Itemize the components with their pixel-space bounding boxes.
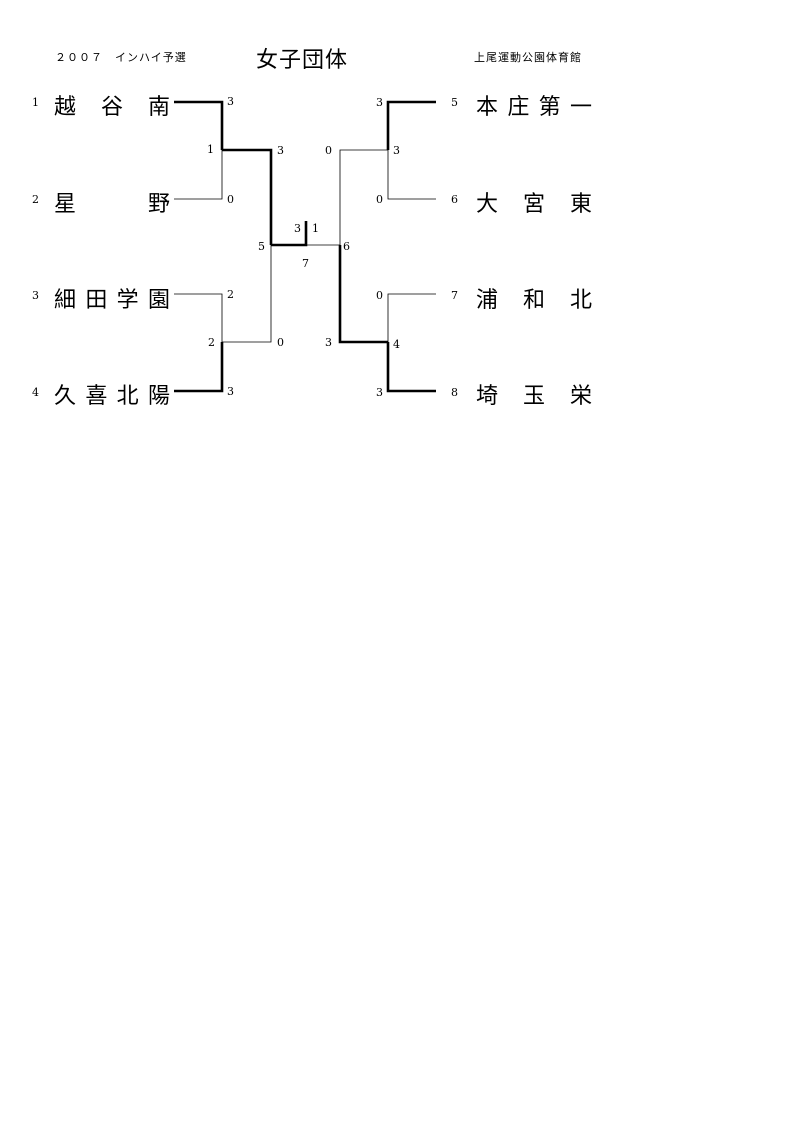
- team-char: 田: [85, 288, 108, 313]
- team-name-4: 久喜北陽: [54, 378, 170, 410]
- bracket-line-team1: [174, 100, 224, 150]
- match-score: 3: [294, 222, 301, 235]
- seed-number: 8: [451, 386, 458, 399]
- team-name-6: 大宮東: [476, 186, 592, 218]
- team-char: 東: [569, 192, 592, 217]
- match-number: 1: [207, 143, 214, 156]
- team-char: 園: [147, 288, 170, 313]
- match-score: 0: [325, 144, 332, 157]
- team-name-7: 浦和北: [476, 282, 592, 314]
- team-char: 本: [476, 95, 499, 120]
- team-char: 細: [54, 288, 77, 313]
- match-score: 3: [376, 96, 383, 109]
- bracket-line-team2: [174, 150, 223, 200]
- team-char: 陽: [147, 384, 170, 409]
- team-char: 一: [569, 95, 592, 120]
- bracket-line-team3: [174, 293, 223, 342]
- team-char: 南: [147, 95, 170, 120]
- bracket-line-team5: [386, 100, 436, 150]
- page-title: 女子団体: [256, 48, 349, 73]
- match-score: 0: [376, 193, 383, 206]
- bracket-line-team7: [387, 293, 436, 342]
- seed-number: 7: [451, 289, 458, 302]
- match-number: 4: [393, 338, 400, 351]
- match-score: 2: [227, 288, 234, 301]
- event-name: ２００７ インハイ予選: [55, 51, 187, 64]
- team-char: 谷: [100, 95, 123, 120]
- bracket-line-team4: [174, 342, 224, 393]
- team-name-8: 埼玉栄: [476, 378, 592, 410]
- team-char: 埼: [476, 384, 499, 409]
- seed-number: 3: [32, 289, 39, 302]
- bracket-line-match2-winner: [222, 245, 272, 343]
- bracket-line-team6: [387, 150, 436, 200]
- bracket-line-match4-winner: [338, 245, 388, 344]
- seed-number: 6: [451, 193, 458, 206]
- team-char: 喜: [85, 384, 108, 409]
- match-score: 3: [227, 95, 234, 108]
- seed-number: 2: [32, 193, 39, 206]
- match-score: 1: [312, 222, 319, 235]
- bracket-line-team8: [386, 342, 436, 393]
- seed-number: 1: [32, 96, 39, 109]
- team-char: 大: [476, 192, 499, 217]
- match-number: 3: [393, 144, 400, 157]
- team-char: 学: [116, 288, 139, 313]
- bracket-line-match1-winner: [222, 148, 273, 245]
- seed-number: 5: [451, 96, 458, 109]
- match-score: 3: [227, 385, 234, 398]
- team-char: 浦: [476, 288, 499, 313]
- match-score: 0: [277, 336, 284, 349]
- match-score: 3: [376, 386, 383, 399]
- team-char: 庄: [507, 95, 530, 120]
- match-number: 2: [208, 336, 215, 349]
- team-char: 星: [54, 192, 77, 217]
- team-char: 久: [54, 384, 77, 409]
- team-char: 北: [569, 288, 592, 313]
- team-char: 宮: [522, 192, 545, 217]
- match-score: 3: [277, 144, 284, 157]
- match-score: 0: [376, 289, 383, 302]
- team-name-5: 本庄第一: [476, 89, 592, 121]
- team-name-1: 越谷南: [54, 89, 170, 121]
- seed-number: 4: [32, 386, 39, 399]
- team-char: 栄: [569, 384, 592, 409]
- team-char: 野: [147, 192, 170, 217]
- venue-name: 上尾運動公園体育館: [474, 51, 582, 64]
- team-char: 玉: [522, 384, 545, 409]
- match-number: 7: [302, 257, 309, 270]
- match-number: 5: [258, 240, 265, 253]
- match-score: 0: [227, 193, 234, 206]
- team-char: 第: [538, 95, 561, 120]
- bracket-line-match3-winner: [339, 149, 388, 245]
- team-char: 北: [116, 384, 139, 409]
- match-number: 6: [343, 240, 350, 253]
- team-char: 和: [522, 288, 545, 313]
- team-char: 越: [54, 95, 77, 120]
- match-score: 3: [325, 336, 332, 349]
- team-name-2: 星野: [54, 186, 170, 218]
- team-name-3: 細田学園: [54, 282, 170, 314]
